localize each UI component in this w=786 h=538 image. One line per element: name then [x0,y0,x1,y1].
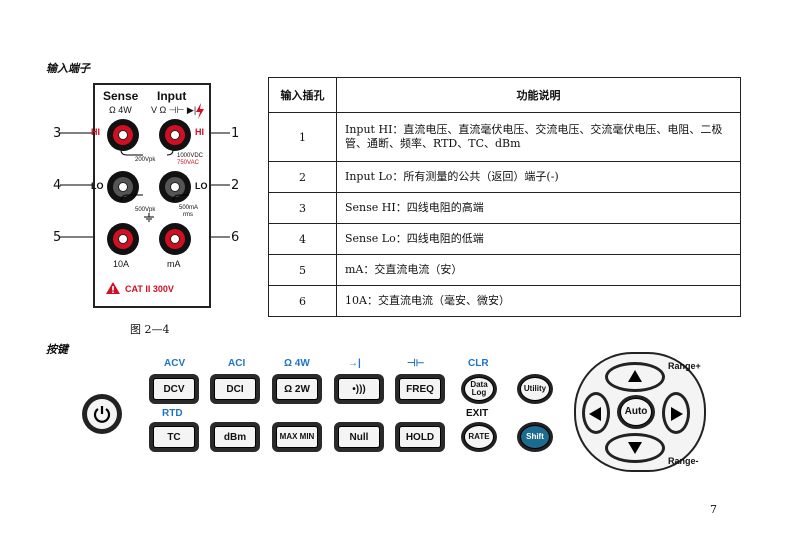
right-button[interactable] [662,392,690,434]
rate-key[interactable]: RATE [461,422,497,452]
figure-caption: 图 2—4 [130,323,170,336]
table-row: 6 10A：交直流电流（毫安、微安） [268,285,741,317]
row-number: 5 [268,254,337,286]
warning-icon [106,282,120,294]
shift-label-capacitance: ⊣⊢ [407,358,425,369]
row-number: 3 [268,192,337,224]
dci-key[interactable]: DCI [210,374,260,404]
row-description: mA：交直流电流（安） [336,254,741,286]
sense-lo-jack[interactable] [107,171,139,203]
power-button[interactable] [82,394,122,434]
power-icon [93,406,111,423]
utility-key[interactable]: Utility [517,374,553,404]
shift-key[interactable]: Shift [517,422,553,452]
10a-jack[interactable] [107,223,139,255]
range-plus-label: Range+ [668,361,701,371]
table-row: 4 Sense Lo：四线电阻的低端 [268,223,741,255]
ma-label: mA [167,259,181,269]
table-header-row: 输入插孔 功能说明 [268,77,741,113]
heading-keys: 按键 [46,343,68,356]
row-description: Input HI：直流电压、直流毫伏电压、交流电压、交流毫伏电压、电阻、二极管、… [336,112,741,162]
terminal-panel: Sense Input Ω 4W V Ω ⊣⊢ ▶| HI HI LO LO 2… [91,83,211,308]
callout-1: 1 [231,126,240,141]
auto-button[interactable]: Auto [617,395,655,429]
row-description: 10A：交直流电流（毫安、微安） [336,285,741,317]
header-description: 功能说明 [336,77,741,113]
shift-label-diode: →| [348,358,361,369]
500vpk-label: 500Vpk [135,207,156,213]
500ma-label: 500mA [179,205,199,211]
data-log-key[interactable]: Data Log [461,374,497,404]
table-row: 3 Sense HI：四线电阻的高端 [268,192,741,224]
sense-hi-label: HI [91,127,100,137]
input-lo-label: LO [195,181,208,191]
null-key[interactable]: Null [334,422,384,452]
ma-jack[interactable] [159,223,191,255]
heading-input-terminals: 输入端子 [46,62,90,75]
sense-lo-label: LO [91,181,104,191]
row-number: 6 [268,285,337,317]
tc-key[interactable]: TC [149,422,199,452]
row-description: Input Lo：所有测量的公共（返回）端子(-) [336,161,741,193]
table-row: 2 Input Lo：所有测量的公共（返回）端子(-) [268,161,741,193]
200vpk-label: 200Vpk [135,157,156,163]
shift-label-acv: ACV [164,358,186,369]
range-up-button[interactable] [605,362,665,392]
dbm-key[interactable]: dBm [210,422,260,452]
cat-rating: CAT II 300V [125,284,174,294]
header-jack: 输入插孔 [268,77,337,113]
callout-4: 4 [53,178,62,193]
row-number: 4 [268,223,337,255]
input-sub-label: V Ω ⊣⊢ ▶| [151,105,197,115]
table-row: 1 Input HI：直流电压、直流毫伏电压、交流电压、交流毫伏电压、电阻、二极… [268,112,741,162]
callout-2: 2 [231,178,240,193]
sense-hi-jack[interactable] [107,119,139,151]
freq-key[interactable]: FREQ [395,374,445,404]
10a-label: 10A [113,259,130,269]
input-label: Input [157,89,187,103]
left-button[interactable] [582,392,610,434]
arrow-left-icon [589,407,601,421]
range-minus-label: Range- [668,456,699,466]
continuity-key[interactable]: •))) [334,374,384,404]
shift-label-rtd: RTD [162,408,183,419]
table-row: 5 mA：交直流电流（安） [268,254,741,286]
row-description: Sense HI：四线电阻的高端 [336,192,741,224]
shift-label-4w: Ω 4W [284,358,310,369]
ground-icon [144,213,154,222]
row-number: 1 [268,112,337,162]
1000vdc-label: 1000VDC [177,153,204,159]
arrow-down-icon [628,442,642,454]
sense-label: Sense [103,89,139,103]
exit-label: EXIT [466,408,489,419]
dcv-key[interactable]: DCV [149,374,199,404]
ohm-2w-key[interactable]: Ω 2W [272,374,322,404]
range-down-button[interactable] [605,433,665,463]
sense-sub-label: Ω 4W [109,105,132,115]
page-number: 7 [710,503,717,516]
hold-key[interactable]: HOLD [395,422,445,452]
shift-label-aci: ACI [228,358,246,369]
arrow-right-icon [671,407,683,421]
callout-3: 3 [53,126,62,141]
callout-6: 6 [231,230,240,245]
jack-brackets [120,149,189,203]
row-number: 2 [268,161,337,193]
750vac-label: 750VAC [177,160,199,166]
input-hi-label: HI [195,127,204,137]
input-lo-jack[interactable] [159,171,191,203]
arrow-up-icon [628,370,642,382]
shift-label-clr: CLR [468,358,489,369]
row-description: Sense Lo：四线电阻的低端 [336,223,741,255]
high-voltage-icon [196,103,204,119]
max-min-key[interactable]: MAX MIN [272,422,322,452]
input-hi-jack[interactable] [159,119,191,151]
input-terminal-table: 输入插孔 功能说明 1 Input HI：直流电压、直流毫伏电压、交流电压、交流… [268,77,741,317]
callout-5: 5 [53,230,62,245]
rms-label: rms [183,212,193,218]
